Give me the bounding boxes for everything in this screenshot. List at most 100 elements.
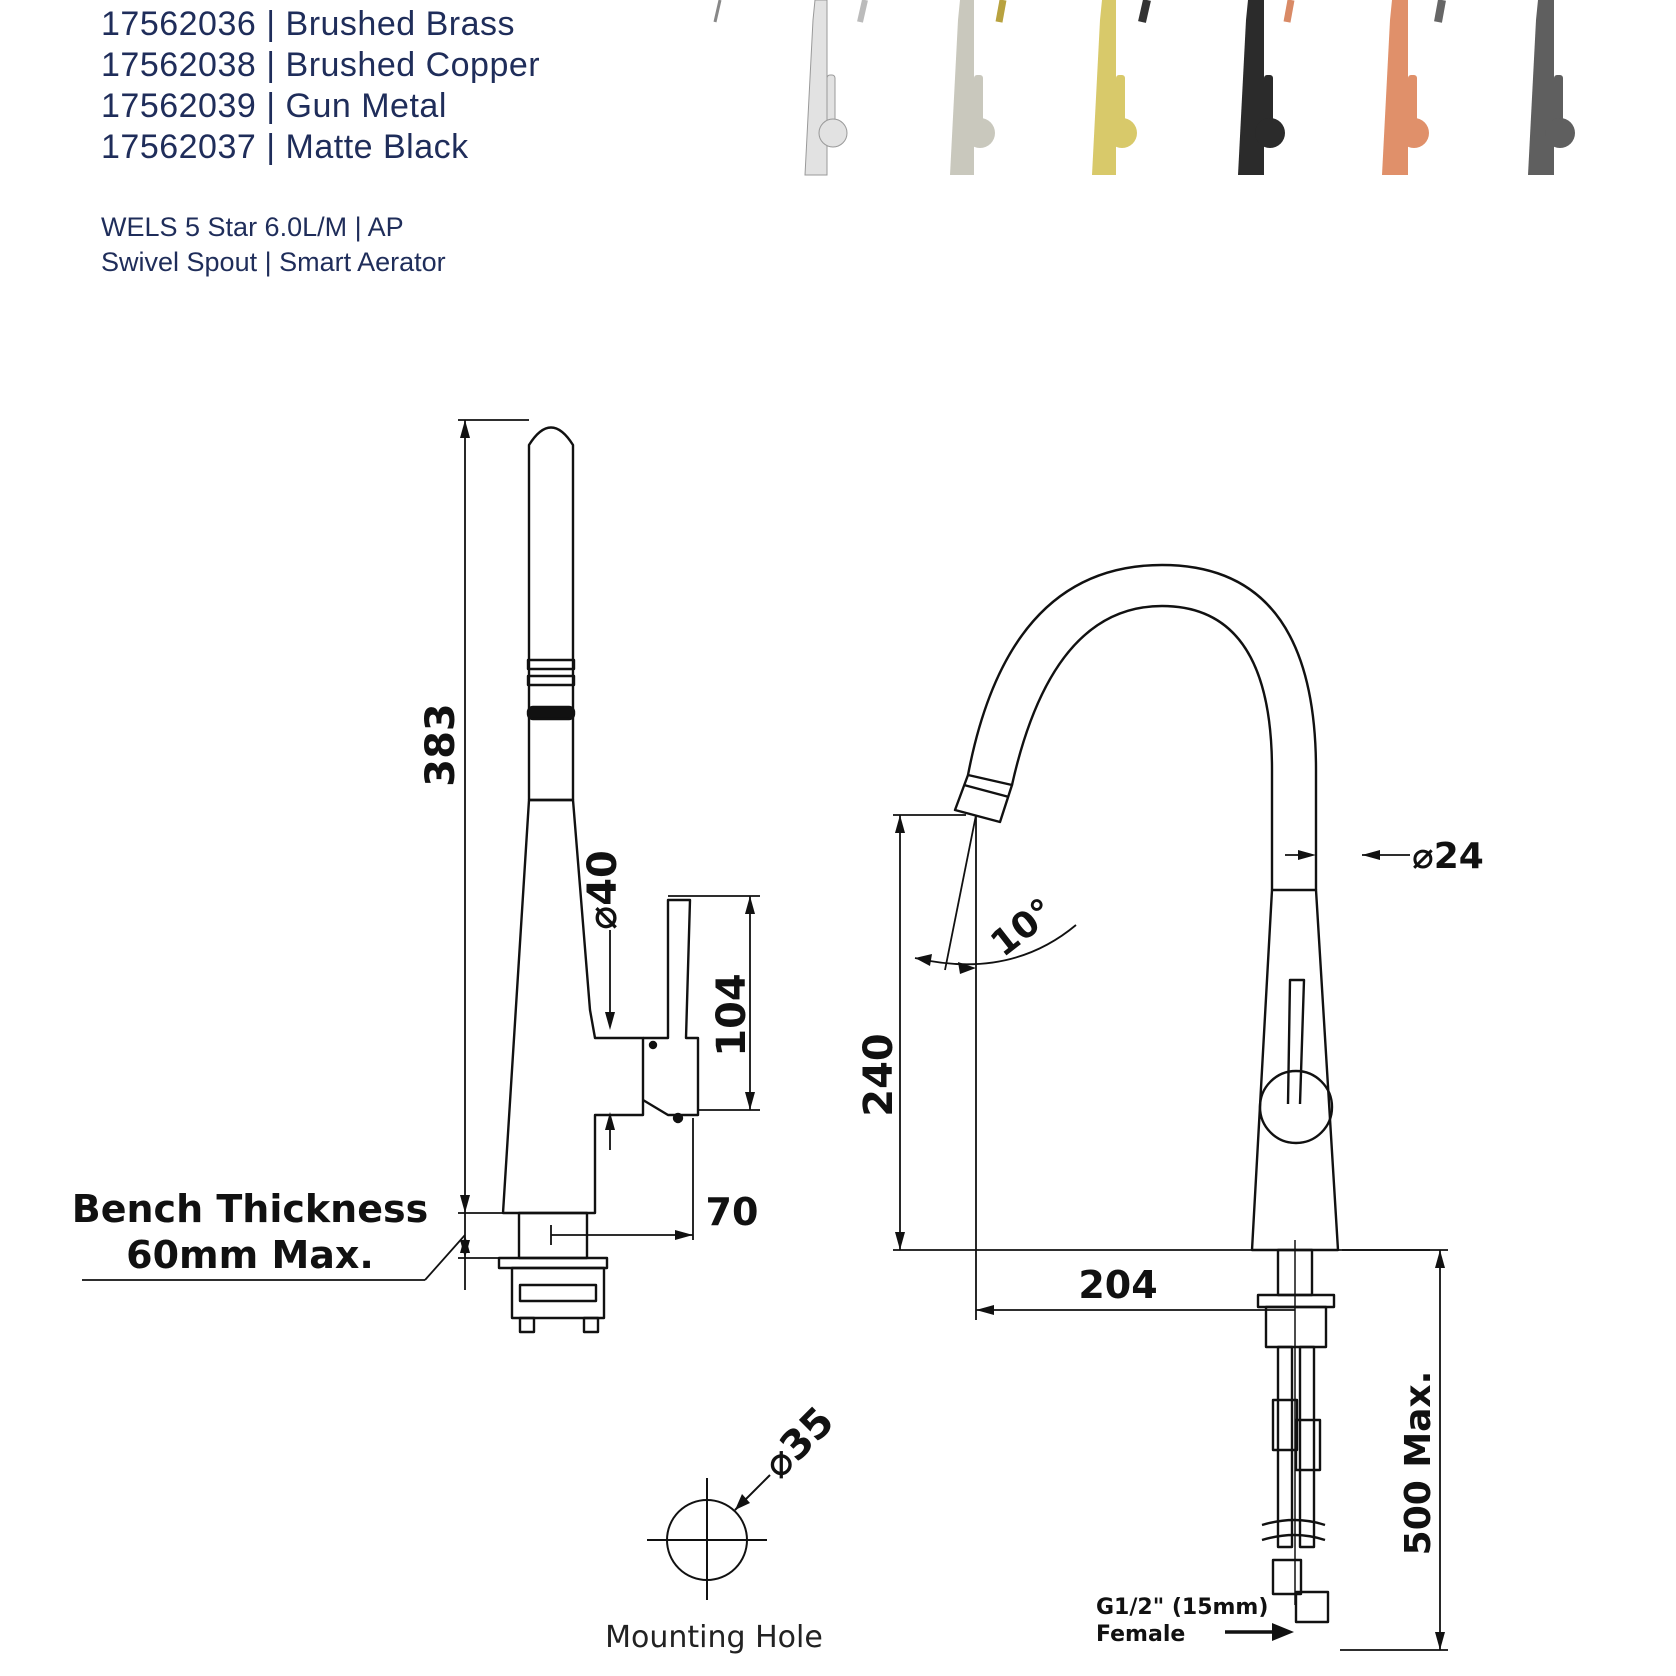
side-lever-screw: [672, 1112, 684, 1124]
side-washer: [497, 1256, 609, 1270]
bench-leader-diag: [424, 1234, 466, 1281]
arrowhead: [745, 896, 755, 914]
arrowhead: [1298, 850, 1316, 860]
front-view-outline: [893, 563, 1430, 1624]
mounting-hole-dia-label: ⌀35: [754, 1398, 843, 1487]
side-dimensions: [82, 419, 760, 1290]
swatch-gunmetal-body: [1528, 0, 1554, 175]
side-bolt: [582, 1316, 600, 1334]
swatch-brass-spout: [1138, 0, 1151, 23]
arrowhead: [745, 1092, 755, 1110]
arrowhead: [1272, 1623, 1294, 1641]
swatch-chrome-body: [804, 0, 828, 176]
front-spray-ring: [963, 783, 1010, 799]
angle-label: 10°: [983, 891, 1062, 965]
front-lever-knob: [1258, 1069, 1334, 1145]
side-head-ring: [526, 674, 576, 687]
arrowhead: [958, 962, 976, 974]
front-lever: [1286, 978, 1306, 1105]
front-spout-outer: [966, 563, 1318, 890]
swatch-chrome-spout2: [857, 0, 868, 23]
dim-240-label: 240: [856, 1033, 902, 1117]
side-head: [527, 426, 575, 800]
side-head-grip: [526, 705, 576, 721]
angle-arc: [914, 924, 1077, 966]
arrowhead: [1435, 1250, 1445, 1268]
connection-label: G1/2" (15mm): [1096, 1595, 1268, 1620]
feature-item: WELS 5 Star 6.0L/M | AP: [101, 212, 404, 242]
swatch-copper-body: [1382, 0, 1408, 175]
arrowhead: [915, 954, 932, 966]
front-hose-left: [1276, 1345, 1294, 1549]
front-hose-nut: [1271, 1558, 1303, 1596]
side-backnut: [510, 1266, 606, 1320]
side-head-ring: [526, 658, 576, 671]
feature-item: Swivel Spout | Smart Aerator: [101, 247, 446, 277]
arrowhead: [460, 1195, 470, 1213]
arrowhead: [460, 420, 470, 438]
side-bolt: [518, 1316, 536, 1334]
mounting-hole-drawing: [647, 1474, 771, 1600]
arrowhead: [895, 1232, 905, 1250]
finish-item: 17562039 | Gun Metal: [101, 87, 447, 125]
dim-500-label: 500 Max.: [1398, 1371, 1439, 1556]
arrowhead: [895, 815, 905, 833]
front-hose-nut: [1294, 1590, 1330, 1624]
swatch-chrome-knob: [818, 118, 848, 148]
connection-label-female: Female: [1096, 1622, 1185, 1647]
front-arrowheads: [895, 815, 1445, 1650]
swatch-chrome: [713, 0, 868, 176]
dim-204-label: 204: [1078, 1263, 1157, 1307]
side-lever-screw: [648, 1040, 658, 1050]
angle-ray: [944, 814, 977, 971]
arrowhead: [460, 1240, 470, 1258]
swatch-copper-knob: [1399, 118, 1429, 148]
front-washer: [1256, 1293, 1336, 1309]
arrowhead: [976, 1305, 994, 1315]
front-spray-head: [953, 773, 1014, 824]
swatch-black-knob: [1255, 118, 1285, 148]
front-break-line: [1261, 1533, 1326, 1542]
swatch-matte-black: [1238, 0, 1295, 175]
front-backnut: [1264, 1305, 1328, 1349]
finish-swatches: [713, 0, 1575, 176]
mounting-hole-label: Mounting Hole: [605, 1620, 823, 1655]
swatch-nickel-body: [950, 0, 974, 175]
arrowhead: [605, 1112, 615, 1130]
front-spout-inner: [1010, 604, 1274, 890]
arrowhead: [1435, 1632, 1445, 1650]
side-lever: [642, 898, 700, 1117]
arrowhead: [1362, 850, 1380, 860]
swatch-brushed-nickel: [950, 0, 1007, 175]
swatch-brass-body: [1092, 0, 1116, 175]
swatch-black-spout: [1283, 0, 1295, 23]
swatch-gun-metal: [1528, 0, 1575, 175]
swatch-brass-knob: [1107, 118, 1137, 148]
dim-24-label: ⌀24: [1412, 836, 1484, 877]
swatch-brushed-brass: [1092, 0, 1151, 175]
side-backnut-inner: [518, 1283, 598, 1303]
bench-max-label: 60mm Max.: [126, 1233, 374, 1277]
finish-item: 17562036 | Brushed Brass: [101, 5, 516, 43]
feature-list: WELS 5 Star 6.0L/M | AP Swivel Spout | S…: [101, 210, 446, 280]
swatch-chrome-spout: [713, 0, 722, 23]
front-hose-fitting: [1271, 1398, 1299, 1452]
finish-item: 17562038 | Brushed Copper: [101, 46, 541, 84]
side-arrowheads: [460, 420, 755, 1258]
arrowhead: [675, 1230, 693, 1240]
swatch-nickel-knob: [965, 118, 995, 148]
front-break-line: [1261, 1518, 1326, 1527]
arrowhead: [605, 1012, 615, 1030]
bench-thickness-label: Bench Thickness: [72, 1187, 428, 1231]
side-view-outline: [497, 426, 700, 1334]
dim-383-label: 383: [418, 703, 464, 787]
swatch-brushed-copper: [1382, 0, 1446, 175]
dim-70-label: 70: [706, 1190, 759, 1234]
front-dimensions: [893, 814, 1448, 1651]
arrowhead: [735, 1494, 750, 1510]
swatch-gunmetal-knob: [1545, 118, 1575, 148]
dim-104-label: 104: [709, 973, 755, 1057]
swatch-copper-spout: [1434, 0, 1446, 23]
swatch-nickel-spout: [995, 0, 1007, 23]
